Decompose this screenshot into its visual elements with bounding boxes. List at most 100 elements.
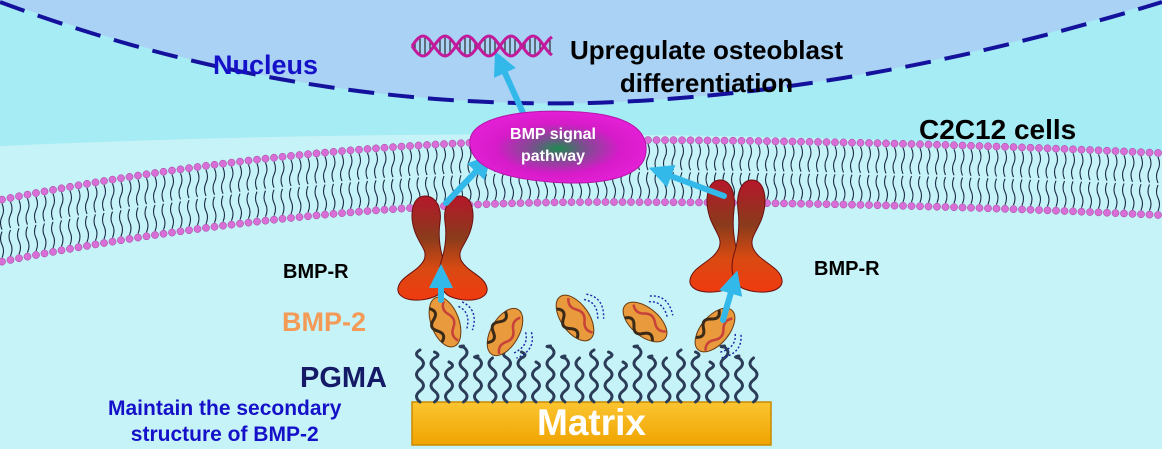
lipid-head bbox=[618, 198, 627, 206]
lipid-head bbox=[270, 153, 278, 162]
lipid-head bbox=[91, 240, 100, 249]
lipid-tail bbox=[841, 146, 846, 173]
lipid-tail bbox=[161, 203, 166, 230]
lipid-tail bbox=[1053, 152, 1059, 179]
lipid-head bbox=[1128, 147, 1137, 156]
lipid-tail bbox=[866, 174, 872, 202]
lipid-head bbox=[1009, 205, 1018, 213]
lipid-tail bbox=[161, 175, 166, 202]
lipid-head bbox=[151, 231, 159, 239]
lipid-tail bbox=[1062, 152, 1067, 180]
lipid-tail bbox=[16, 228, 22, 255]
lipid-head bbox=[584, 198, 593, 206]
lipid-tail bbox=[195, 170, 200, 198]
lipid-tail bbox=[798, 173, 804, 200]
lipid-head bbox=[1069, 145, 1077, 154]
lipid-head bbox=[593, 198, 601, 206]
lipid-head bbox=[576, 198, 584, 206]
bmp2-label: BMP-2 bbox=[282, 307, 367, 337]
lipid-tail bbox=[220, 167, 226, 194]
signal-arrows bbox=[429, 51, 743, 323]
matrix-block bbox=[411, 401, 772, 446]
lipid-tail bbox=[875, 174, 880, 202]
lipid-tail bbox=[212, 168, 217, 195]
lipid-head bbox=[1077, 207, 1086, 216]
lipid-head bbox=[380, 143, 389, 152]
lipid-tail bbox=[645, 143, 651, 171]
lipid-head bbox=[338, 209, 346, 217]
lipid-head bbox=[865, 139, 873, 147]
lipid-tail bbox=[900, 175, 906, 203]
lipid-head bbox=[533, 198, 542, 207]
lipid-head bbox=[219, 221, 227, 230]
lipid-head bbox=[958, 203, 967, 212]
lipid-tail bbox=[841, 174, 846, 201]
bmp-receptor-right bbox=[689, 179, 783, 293]
lipid-head bbox=[380, 205, 389, 214]
pgma-chain bbox=[705, 360, 715, 404]
lipid-head bbox=[474, 200, 482, 209]
lipid-head bbox=[567, 198, 576, 206]
lipid-tail bbox=[994, 178, 999, 205]
lipid-tail bbox=[679, 144, 685, 171]
lipid-head bbox=[1111, 209, 1120, 217]
lipid-head bbox=[185, 164, 193, 173]
lipid-head bbox=[100, 239, 108, 247]
lipid-tail bbox=[110, 211, 115, 238]
lipid-head bbox=[1060, 145, 1069, 153]
lipid-tail bbox=[356, 153, 362, 180]
lipid-head bbox=[1001, 204, 1009, 213]
lipid-head bbox=[941, 141, 950, 149]
lipid-head bbox=[91, 178, 100, 187]
lipid-head bbox=[890, 201, 899, 210]
lipid-head bbox=[984, 204, 992, 213]
lipid-tail bbox=[1019, 151, 1025, 178]
lipid-tail bbox=[968, 149, 974, 176]
lipid-head bbox=[227, 158, 236, 167]
lipid-head bbox=[754, 137, 763, 145]
lipid-tail bbox=[824, 145, 829, 173]
lipid-head bbox=[236, 157, 244, 166]
lipid-tail bbox=[1147, 156, 1152, 183]
nucleus-label: Nucleus bbox=[213, 50, 319, 80]
lipid-head bbox=[822, 200, 831, 208]
lipid-head bbox=[253, 155, 261, 164]
lipid-head bbox=[1018, 205, 1026, 214]
bmp2-protein-icon bbox=[486, 307, 533, 359]
lipid-tail bbox=[424, 148, 430, 176]
lipid-head bbox=[6, 256, 15, 264]
bmp-receptor-icon bbox=[731, 179, 783, 293]
lipid-tail bbox=[798, 145, 804, 172]
lipid-tail bbox=[790, 173, 795, 200]
lipid-tail bbox=[1062, 180, 1067, 208]
lipid-tail bbox=[688, 144, 693, 171]
lipid-head bbox=[1154, 149, 1162, 157]
lipid-tail bbox=[203, 169, 209, 197]
bmp2-protein-icon bbox=[428, 296, 475, 348]
lipid-tail bbox=[1104, 154, 1110, 181]
lipid-tail bbox=[917, 148, 923, 175]
lipid-head bbox=[805, 137, 814, 146]
lipid-head bbox=[389, 143, 397, 151]
lipid-tail bbox=[42, 223, 47, 250]
lipid-tail bbox=[739, 144, 744, 172]
lipid-head bbox=[1094, 146, 1103, 155]
lipid-tail bbox=[858, 146, 863, 174]
lipid-head bbox=[1026, 205, 1035, 214]
lipid-head bbox=[270, 215, 278, 224]
lipid-head bbox=[771, 199, 780, 208]
lipid-tail bbox=[926, 148, 931, 175]
lipid-head bbox=[278, 152, 287, 161]
lipid-head bbox=[372, 144, 380, 153]
lipid-tail bbox=[1155, 184, 1161, 212]
lipid-head bbox=[746, 137, 754, 145]
lipid-tail bbox=[781, 145, 787, 172]
lipid-tail bbox=[764, 144, 770, 172]
lipid-tail bbox=[237, 165, 243, 192]
lipid-head bbox=[236, 219, 244, 228]
lipid-tail bbox=[390, 178, 396, 206]
lipid-head bbox=[1001, 142, 1009, 151]
lipid-tail bbox=[271, 161, 277, 188]
lipid-head bbox=[57, 246, 66, 255]
